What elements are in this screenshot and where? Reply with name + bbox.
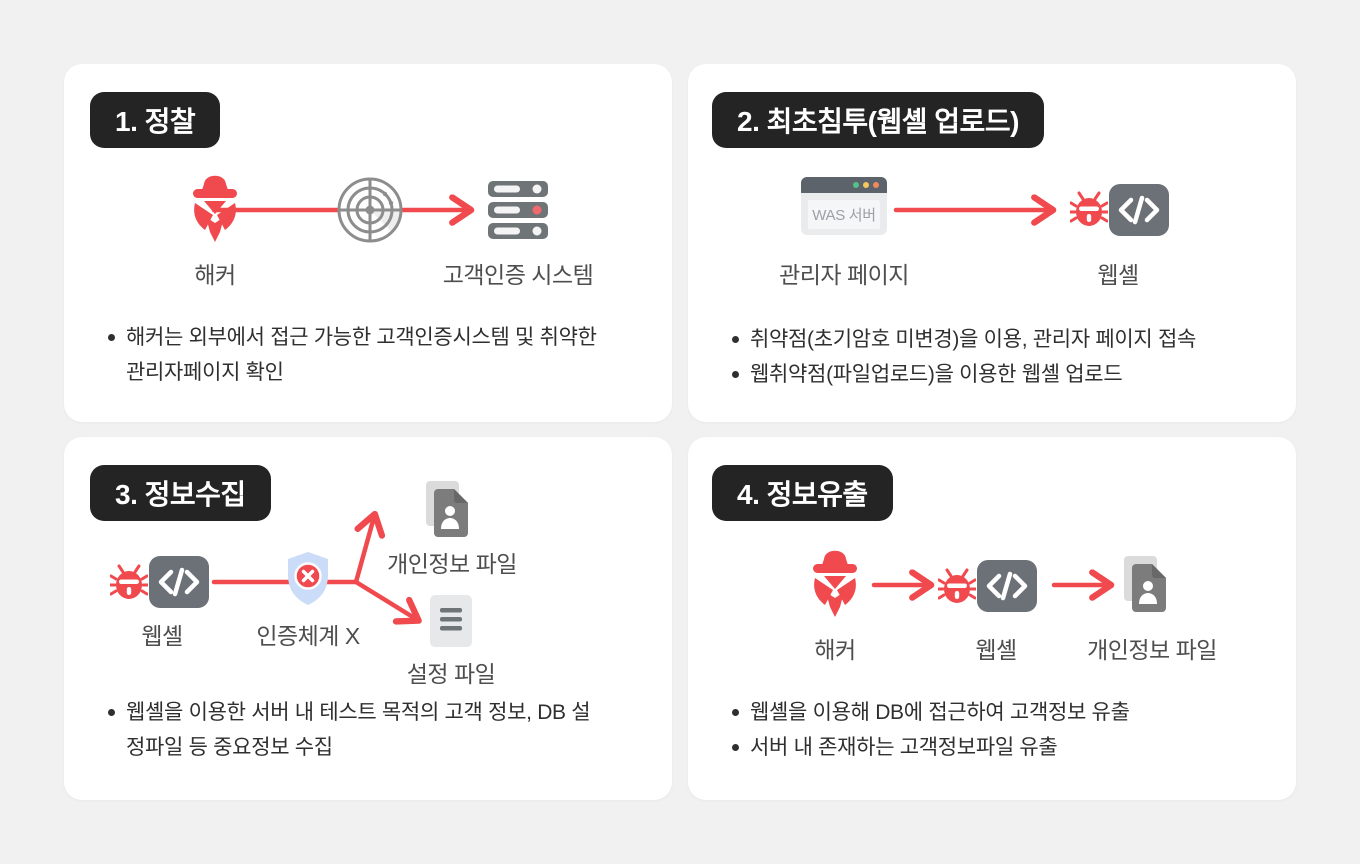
panel-title-badge: 3. 정보수집	[90, 465, 271, 521]
config-file-icon	[430, 595, 472, 647]
hacker-label: 해커	[194, 262, 236, 288]
auth-system-label: 인증체계 X	[256, 623, 360, 649]
browser-window-icon: WAS 서버	[801, 177, 887, 235]
webshell-label: 웹셸	[141, 623, 183, 649]
panel-title: 1. 정찰	[115, 106, 196, 137]
browser-dot-yellow-icon	[863, 182, 869, 188]
bullet-list: 취약점(초기암호 미변경)을 이용, 관리자 페이지 접속 웹취약점(파일업로드…	[728, 322, 1233, 392]
panel-title: 3. 정보수집	[115, 479, 246, 510]
panel-title-badge: 2. 최초침투(웹셸 업로드)	[712, 92, 1044, 148]
personal-file-label: 개인정보 파일	[1087, 637, 1217, 663]
code-icon	[149, 556, 209, 608]
was-server-badge: WAS 서버	[808, 200, 880, 229]
panel-title-badge: 4. 정보유출	[712, 465, 893, 521]
webshell-label: 웹셸	[1097, 262, 1139, 288]
bullet-item: 웹셸을 이용한 서버 내 테스트 목적의 고객 정보, DB 설정파일 등 중요…	[104, 695, 609, 765]
panel-info-collection: 3. 정보수집 웹셸 인증체계 X	[64, 437, 672, 800]
bullet-list: 웹셸을 이용한 서버 내 테스트 목적의 고객 정보, DB 설정파일 등 중요…	[104, 695, 609, 765]
bullet-item: 취약점(초기암호 미변경)을 이용, 관리자 페이지 접속	[728, 322, 1233, 357]
code-icon	[1109, 184, 1169, 236]
radar-icon	[337, 177, 403, 243]
bullet-list: 웹셸을 이용해 DB에 접근하여 고객정보 유출 서버 내 존재하는 고객정보파…	[728, 695, 1233, 765]
hacker-icon	[193, 175, 237, 242]
admin-page-label: 관리자 페이지	[779, 262, 909, 288]
browser-dot-orange-icon	[873, 182, 879, 188]
browser-dot-green-icon	[853, 182, 859, 188]
hacker-icon	[813, 550, 857, 617]
bullet-list: 해커는 외부에서 접근 가능한 고객인증시스템 및 취약한 관리자페이지 확인	[104, 320, 609, 390]
bug-icon	[1070, 191, 1108, 226]
bug-icon	[110, 564, 148, 599]
panel-initial-intrusion: 2. 최초침투(웹셸 업로드) WAS 서버 관리자 페이지 웹셸 취약	[688, 64, 1296, 422]
browser-titlebar	[801, 177, 887, 193]
server-icon	[488, 181, 548, 239]
panel-title: 2. 최초침투(웹셸 업로드)	[737, 106, 1019, 137]
code-icon	[977, 560, 1037, 612]
bullet-item: 웹취약점(파일업로드)을 이용한 웹셸 업로드	[728, 357, 1233, 392]
bug-icon	[938, 568, 976, 603]
webshell-label: 웹셸	[975, 637, 1017, 663]
hacker-label: 해커	[814, 637, 856, 663]
bullet-item: 웹셸을 이용해 DB에 접근하여 고객정보 유출	[728, 695, 1233, 730]
shield-block-icon	[288, 552, 328, 605]
panel-title: 4. 정보유출	[737, 479, 868, 510]
panel-recon: 1. 정찰 해커	[64, 64, 672, 422]
bullet-item: 해커는 외부에서 접근 가능한 고객인증시스템 및 취약한 관리자페이지 확인	[104, 320, 609, 390]
personal-file-label: 개인정보 파일	[387, 551, 517, 577]
panel-title-badge: 1. 정찰	[90, 92, 221, 148]
panel-info-exfiltration: 4. 정보유출 해커 웹셸	[688, 437, 1296, 800]
bullet-item: 서버 내 존재하는 고객정보파일 유출	[728, 730, 1233, 765]
personal-info-file-icon	[426, 481, 468, 537]
config-file-label: 설정 파일	[406, 661, 496, 687]
system-label: 고객인증 시스템	[442, 262, 594, 288]
personal-info-file-icon	[1124, 556, 1166, 612]
